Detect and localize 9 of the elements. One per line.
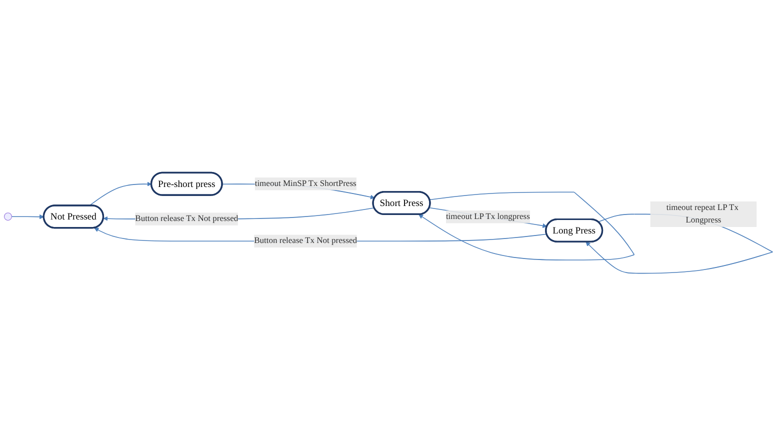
- arrow: [11, 214, 44, 220]
- edge-label: Button release Tx Not pressed: [254, 236, 358, 246]
- arrow: [418, 192, 635, 260]
- node-circle: [4, 212, 12, 221]
- edge-label: timeout MinSP Tx ShortPress: [254, 179, 356, 188]
- arrow: [88, 182, 152, 206]
- edge-label: timeout repeat LP Tx Longpress: [666, 203, 738, 225]
- edge-label: timeout LP Tx longpress: [446, 212, 530, 222]
- edge-label: Button release Tx Not pressed: [135, 214, 238, 224]
